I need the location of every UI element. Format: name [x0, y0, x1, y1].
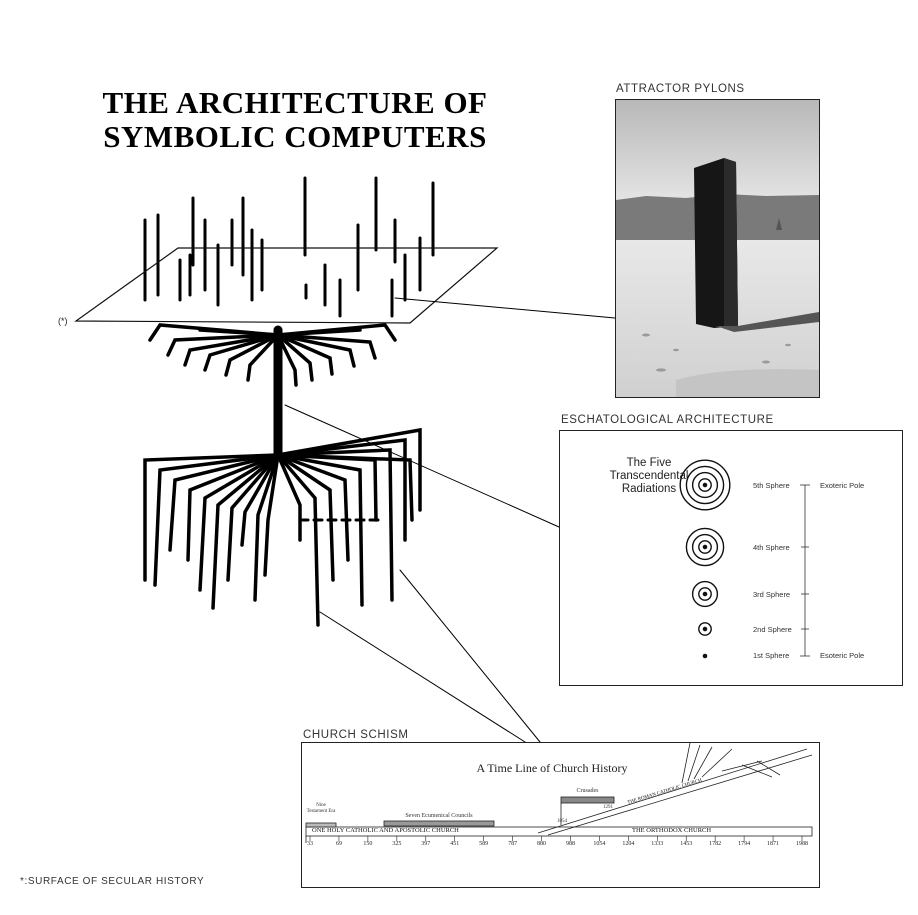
timeline-year: 69: [335, 841, 342, 847]
timeline-year: 150: [363, 841, 373, 847]
era-label: Nine Testament Era: [306, 803, 336, 814]
attractor-pylon-photo: [615, 99, 820, 398]
timeline-year: 1054: [593, 841, 606, 847]
sphere-ring: [679, 459, 731, 511]
timeline-year: 1333: [651, 841, 664, 847]
sphere-ring: [685, 527, 725, 567]
sphere-ring: [691, 533, 719, 561]
surface-marker: (*): [58, 316, 68, 326]
church-timeline-panel: A Time Line of Church History ONE HOLY C…: [301, 742, 820, 888]
sphere-ring: [698, 587, 712, 601]
church-timeline-graphic: [305, 743, 813, 843]
orthodox-band: THE ORTHODOX CHURCH: [632, 827, 712, 834]
radiations-heading: The Five Transcendental Radiations: [609, 457, 689, 495]
main-church-band: ONE HOLY CATHOLIC AND APOSTOLIC CHURCH: [312, 827, 459, 834]
timeline-year: 451: [450, 841, 460, 847]
split-year: 1054: [557, 819, 567, 824]
timeline-year: 325: [392, 841, 402, 847]
esoteric-pole-label: Esoteric Pole: [820, 651, 865, 660]
sphere-label-4: 4th Sphere: [753, 543, 790, 552]
secular-history-plane: [74, 247, 499, 324]
title-line-1: THE ARCHITECTURE OF: [102, 85, 488, 120]
timeline-year: 1794: [738, 841, 751, 847]
connector-lines: [284, 297, 616, 743]
eschatological-caption: ESCHATOLOGICAL ARCHITECTURE: [561, 414, 774, 426]
councils-label: Seven Ecumenical Councils: [405, 813, 473, 819]
timeline-year: 1782: [709, 841, 722, 847]
sphere-center-dot: [702, 653, 708, 659]
crusades-label: Crusades: [576, 788, 599, 794]
sphere-label-2: 2nd Sphere: [753, 625, 792, 634]
crusades-end-year: 1291: [603, 805, 613, 810]
timeline-year: 1204: [622, 841, 635, 847]
sphere-center-dot: [702, 544, 708, 550]
timeline-year: 1871: [767, 841, 780, 847]
sphere-ring: [698, 478, 712, 492]
page-title: THE ARCHITECTURE OF SYMBOLIC COMPUTERS: [60, 86, 530, 154]
exoteric-pole-label: Exoteric Pole: [820, 481, 865, 490]
timeline-year: 33: [307, 841, 313, 847]
sphere-ring: [691, 471, 719, 499]
sphere-label-5: 5th Sphere: [753, 481, 790, 490]
sphere-ring: [698, 540, 712, 554]
title-line-2: SYMBOLIC COMPUTERS: [103, 119, 487, 154]
church-schism-caption: CHURCH SCHISM: [303, 729, 409, 741]
sphere-ring: [685, 465, 725, 505]
attractor-caption: ATTRACTOR PYLONS: [616, 83, 745, 95]
timeline-year: 1453: [680, 841, 693, 847]
sphere-center-dot: [702, 591, 708, 597]
sphere-center-dot: [702, 626, 708, 632]
timeline-year: 397: [421, 841, 431, 847]
timeline-year: 787: [508, 841, 518, 847]
timeline-year: 988: [565, 841, 575, 847]
eschatological-panel: The Five Transcendental Radiations 5th S…: [559, 430, 903, 686]
footnote: *:SURFACE OF SECULAR HISTORY: [20, 876, 205, 887]
upper-canopy: [148, 323, 397, 387]
timeline-year: 1988: [796, 841, 808, 847]
timeline-year: 880: [537, 841, 547, 847]
lower-roots: [143, 427, 422, 627]
upper-spikes: [143, 176, 435, 307]
sphere-ring: [698, 622, 712, 636]
sphere-center-dot: [702, 482, 708, 488]
sphere-ring: [691, 580, 719, 608]
sphere-label-3: 3rd Sphere: [753, 590, 791, 599]
timeline-year: 589: [479, 841, 489, 847]
sphere-diagram: [679, 459, 810, 659]
church-timeline-heading: A Time Line of Church History: [476, 761, 628, 775]
sphere-label-1: 1st Sphere: [753, 651, 790, 660]
